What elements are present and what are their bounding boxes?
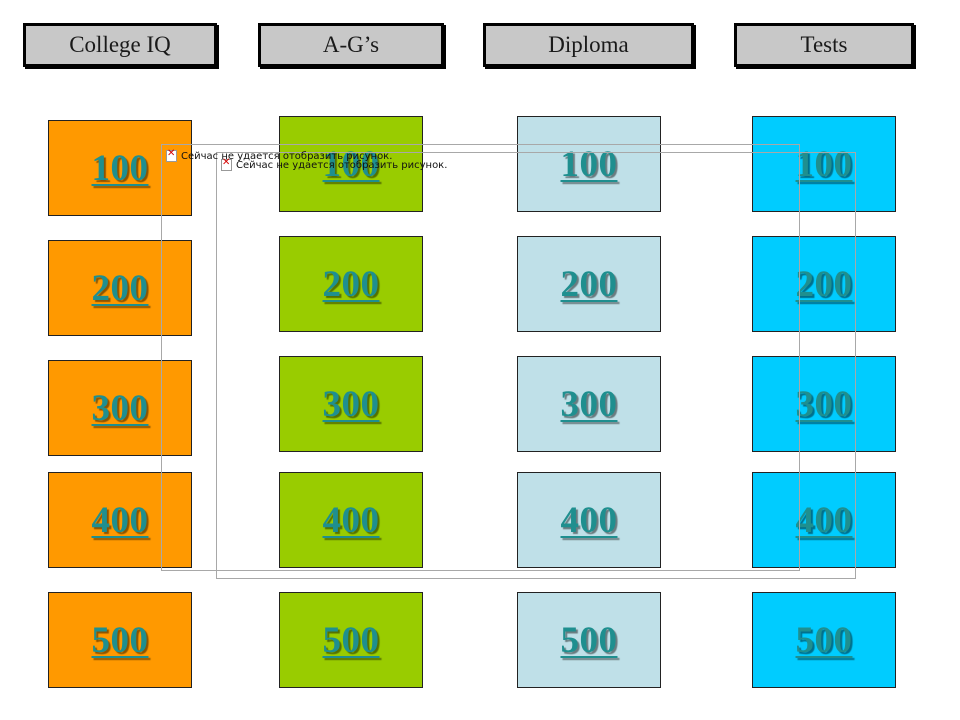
- tile-college-iq-500[interactable]: 500: [48, 592, 192, 688]
- tile-value[interactable]: 400: [91, 499, 149, 541]
- category-college-iq: College IQ: [23, 23, 217, 67]
- tile-college-iq-300[interactable]: 300: [48, 360, 192, 456]
- tile-value[interactable]: 100: [560, 143, 618, 185]
- tile-a-gs-300[interactable]: 300: [279, 356, 423, 452]
- tile-value[interactable]: 500: [322, 619, 380, 661]
- broken-image-icon: [166, 148, 177, 162]
- tile-tests-100[interactable]: 100: [752, 116, 896, 212]
- tile-a-gs-200[interactable]: 200: [279, 236, 423, 332]
- tile-value[interactable]: 500: [560, 619, 618, 661]
- tile-a-gs-100[interactable]: 100: [279, 116, 423, 212]
- tile-value[interactable]: 500: [795, 619, 853, 661]
- broken-image-frame-1: [161, 144, 800, 571]
- broken-image-text: Сейчас не удается отобразить рисунок.: [236, 159, 448, 171]
- tile-value[interactable]: 400: [560, 499, 618, 541]
- tile-value[interactable]: 300: [560, 383, 618, 425]
- tile-value[interactable]: 100: [795, 143, 853, 185]
- tile-tests-300[interactable]: 300: [752, 356, 896, 452]
- tile-value[interactable]: 200: [91, 267, 149, 309]
- tile-value[interactable]: 400: [795, 499, 853, 541]
- broken-image-notice-2: Сейчас не удается отобразить рисунок.: [221, 157, 448, 171]
- tile-value[interactable]: 100: [91, 147, 149, 189]
- tile-a-gs-500[interactable]: 500: [279, 592, 423, 688]
- tile-tests-200[interactable]: 200: [752, 236, 896, 332]
- tile-value[interactable]: 500: [91, 619, 149, 661]
- tile-value[interactable]: 200: [322, 263, 380, 305]
- tile-value[interactable]: 100: [322, 143, 380, 185]
- tile-tests-500[interactable]: 500: [752, 592, 896, 688]
- tile-college-iq-100[interactable]: 100: [48, 120, 192, 216]
- tile-college-iq-400[interactable]: 400: [48, 472, 192, 568]
- tile-a-gs-400[interactable]: 400: [279, 472, 423, 568]
- tile-diploma-500[interactable]: 500: [517, 592, 661, 688]
- broken-image-icon: [221, 157, 232, 171]
- tile-value[interactable]: 300: [91, 387, 149, 429]
- category-tests: Tests: [734, 23, 914, 67]
- category-a-gs: A-G’s: [258, 23, 444, 67]
- tile-value[interactable]: 200: [795, 263, 853, 305]
- tile-diploma-300[interactable]: 300: [517, 356, 661, 452]
- tile-value[interactable]: 200: [560, 263, 618, 305]
- tile-diploma-200[interactable]: 200: [517, 236, 661, 332]
- tile-value[interactable]: 300: [322, 383, 380, 425]
- tile-tests-400[interactable]: 400: [752, 472, 896, 568]
- broken-image-text: Сейчас не удается отобразить рисунок.: [181, 150, 393, 162]
- category-diploma: Diploma: [483, 23, 694, 67]
- tile-value[interactable]: 300: [795, 383, 853, 425]
- tile-diploma-100[interactable]: 100: [517, 116, 661, 212]
- tile-value[interactable]: 400: [322, 499, 380, 541]
- tile-college-iq-200[interactable]: 200: [48, 240, 192, 336]
- tile-diploma-400[interactable]: 400: [517, 472, 661, 568]
- broken-image-notice-1: Сейчас не удается отобразить рисунок.: [166, 148, 393, 162]
